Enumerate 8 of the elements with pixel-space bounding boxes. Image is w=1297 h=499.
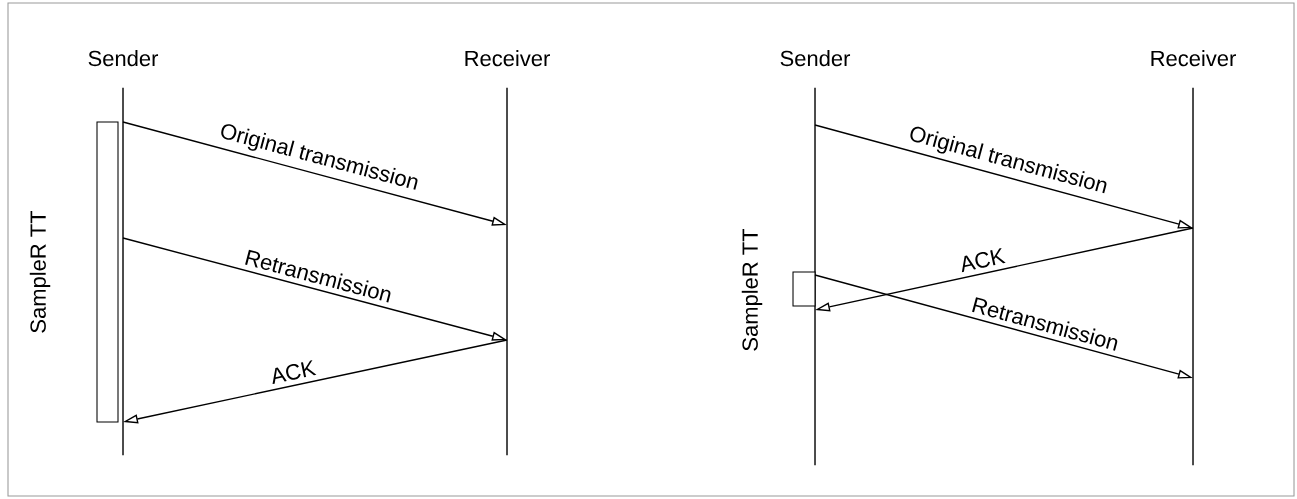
lifeline-label: Sender	[780, 50, 851, 67]
edge-label: ACK	[272, 360, 317, 385]
lifeline-label: Sender	[88, 50, 159, 67]
edge-label: ACK	[961, 248, 1006, 273]
lifeline-label: Receiver	[1151, 50, 1236, 67]
timer-label: SampleR TT	[741, 228, 763, 351]
timer-label: SampleR TT	[29, 210, 51, 333]
lifeline-label: Receiver	[465, 50, 550, 67]
